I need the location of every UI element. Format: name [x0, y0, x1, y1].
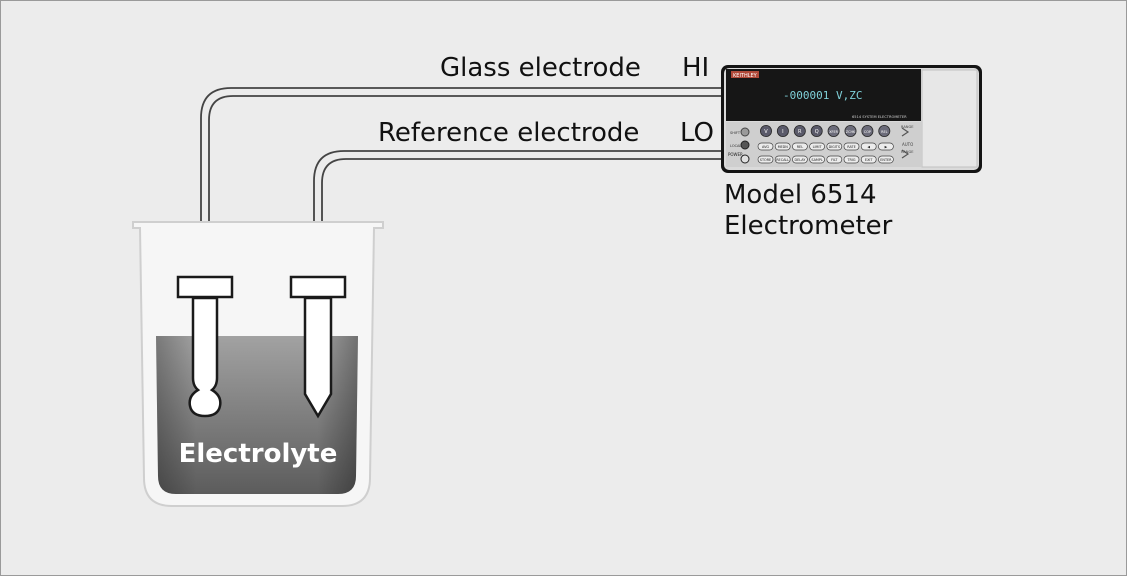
meter-key-xfer[interactable]: XFER	[827, 125, 840, 138]
shift-key[interactable]	[740, 127, 750, 137]
meter-auto-label: AUTO	[902, 142, 913, 147]
meter-local-label: LOCAL	[730, 144, 741, 148]
svg-text:I: I	[782, 129, 783, 135]
svg-text:RATE: RATE	[847, 145, 856, 149]
model-number-label: Model 6514	[724, 180, 877, 210]
svg-text:DIGITS: DIGITS	[829, 145, 840, 149]
svg-text:DELAY: DELAY	[794, 158, 806, 162]
meter-key-row3-1[interactable]: RECALL	[774, 155, 791, 164]
function-keys-row3: STORE RECALL DELAY SAMPL FILT TRIG EXIT ENTER	[757, 155, 894, 164]
function-keys-row1: V I R Q XFER ZCHK COP REL	[760, 125, 891, 138]
svg-text:▶: ▶	[885, 145, 888, 149]
svg-text:TRIG: TRIG	[846, 158, 855, 162]
electrometer-label: Electrometer	[724, 211, 893, 241]
meter-brand-text: KEITHLEY	[733, 73, 758, 79]
meter-key-i[interactable]: I	[776, 125, 789, 138]
meter-key-row2-7[interactable]: ▶	[878, 142, 894, 151]
svg-text:RECALL: RECALL	[776, 158, 789, 162]
svg-text:REL: REL	[797, 145, 803, 149]
local-key[interactable]	[740, 140, 750, 150]
meter-key-v[interactable]: V	[760, 125, 773, 138]
meter-key-row2-4[interactable]: DIGITS	[826, 142, 843, 151]
glass-electrode-label: Glass electrode	[440, 53, 641, 83]
function-keys-row2: AVG MEDN REL LIMIT DIGITS RATE ◀ ▶	[757, 142, 894, 151]
meter-key-row3-7[interactable]: ENTER	[878, 155, 894, 164]
meter-model-caption: 6514 SYSTEM ELECTROMETER	[852, 115, 907, 119]
svg-text:R: R	[798, 129, 802, 135]
meter-range-up-label: RANGE	[901, 125, 914, 129]
svg-text:AVG: AVG	[762, 145, 769, 149]
svg-text:Q: Q	[815, 129, 819, 135]
electrometer-instrument: V I R Q XFER ZCHK COP REL AVG MEDN REL LIMIT DIGITS…	[721, 65, 982, 173]
meter-key-zchk[interactable]: ZCHK	[844, 125, 857, 138]
reference-electrode-wire	[313, 150, 722, 278]
meter-readout: -000001 V,ZC	[783, 89, 862, 102]
meter-key-cop[interactable]: COP	[861, 125, 874, 138]
meter-key-row2-1[interactable]: MEDN	[774, 142, 791, 151]
meter-power-label: POWER	[728, 152, 743, 157]
svg-text:◀: ◀	[867, 145, 870, 149]
svg-text:COP: COP	[864, 130, 871, 134]
meter-shift-label: SHIFT	[730, 131, 741, 135]
reference-electrode	[289, 275, 347, 419]
hi-terminal-label: HI	[682, 53, 710, 83]
meter-key-row3-0[interactable]: STORE	[757, 155, 774, 164]
power-switch[interactable]	[740, 154, 750, 164]
svg-text:LIMIT: LIMIT	[813, 145, 823, 149]
meter-key-r[interactable]: R	[793, 125, 806, 138]
svg-text:XFER: XFER	[829, 130, 838, 134]
meter-key-row3-4[interactable]: FILT	[826, 155, 843, 164]
meter-key-row3-6[interactable]: EXIT	[860, 155, 877, 164]
meter-key-row3-5[interactable]: TRIG	[843, 155, 860, 164]
svg-text:ZCHK: ZCHK	[846, 130, 856, 134]
meter-key-row2-3[interactable]: LIMIT	[809, 142, 825, 151]
meter-key-row2-0[interactable]: AVG	[757, 142, 774, 151]
meter-key-row2-2[interactable]: REL	[792, 142, 808, 151]
meter-key-q[interactable]: Q	[810, 125, 823, 138]
reference-electrode-label: Reference electrode	[378, 118, 640, 148]
svg-text:V: V	[764, 129, 768, 135]
meter-key-row2-5[interactable]: RATE	[843, 142, 860, 151]
electrolyte-label: Electrolyte	[179, 439, 338, 469]
glass-electrode	[176, 275, 234, 418]
meter-key-row3-3[interactable]: SAMPL	[809, 155, 825, 164]
svg-text:EXIT: EXIT	[865, 158, 873, 162]
lo-terminal-label: LO	[680, 118, 715, 148]
svg-text:ENTER: ENTER	[880, 158, 892, 162]
svg-text:STORE: STORE	[760, 158, 771, 162]
svg-text:REL: REL	[881, 130, 887, 134]
meter-key-row2-6[interactable]: ◀	[860, 142, 877, 151]
glass-electrode-wire	[200, 87, 722, 278]
svg-text:MEDN: MEDN	[778, 145, 789, 149]
keithley-logo	[731, 71, 759, 78]
meter-range-down-label: RANGE	[901, 150, 914, 154]
svg-text:FILT: FILT	[831, 158, 838, 162]
meter-key-rel[interactable]: REL	[878, 125, 891, 138]
meter-key-row3-2[interactable]: DELAY	[792, 155, 808, 164]
svg-text:SAMPL: SAMPL	[811, 158, 823, 162]
